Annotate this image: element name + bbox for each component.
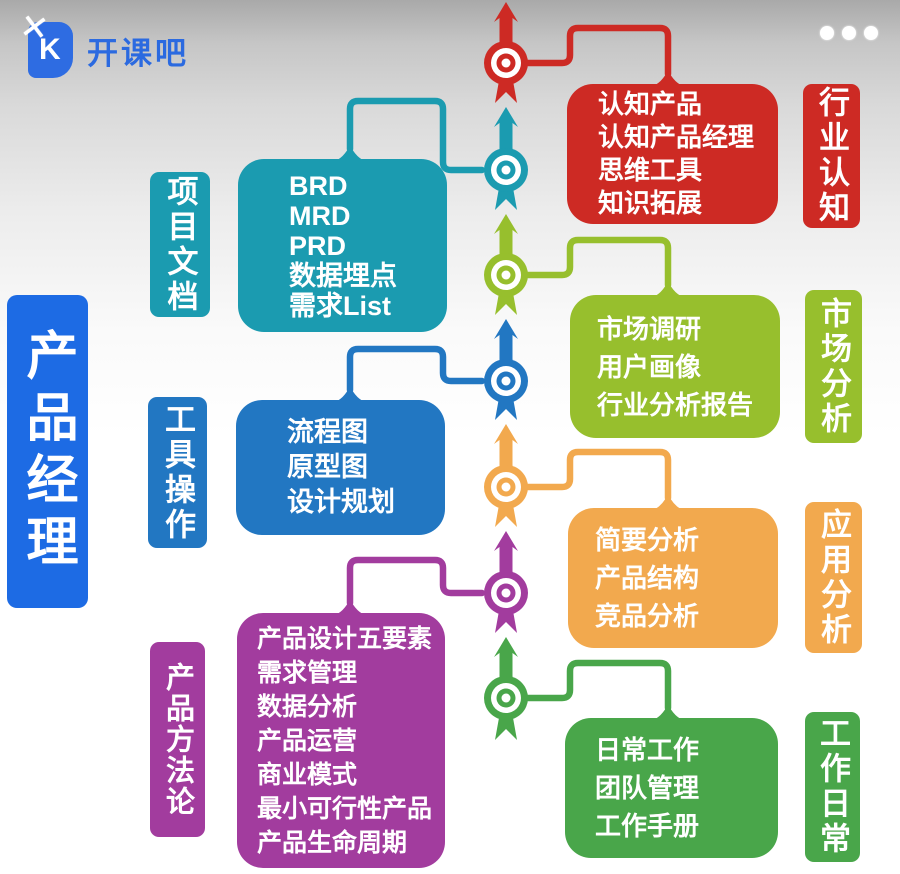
- box-line: 原型图: [287, 452, 368, 482]
- kaikeba-logo[interactable]: ✕ K 开课吧: [17, 7, 228, 80]
- brand-name: 开课吧: [87, 35, 189, 71]
- industry-cognition-box: 认知产品 认知产品经理 思维工具 知识拓展: [567, 84, 778, 224]
- daily-work-box: 日常工作 团队管理 工作手册: [565, 718, 778, 858]
- more-options-icon[interactable]: [820, 26, 878, 40]
- box-line: 行业分析报告: [597, 389, 754, 420]
- product-methodology-box: 产品设计五要素 需求管理 数据分析 产品运营 商业模式 最小可行性产品 产品生命…: [237, 613, 445, 868]
- tool-operations-box: 流程图 原型图 设计规划: [236, 400, 445, 535]
- box-line: PRD: [289, 230, 347, 261]
- box-line: 设计规划: [287, 487, 395, 517]
- tool-operations-label: 工具操作: [148, 397, 207, 548]
- market-analysis-label: 市场分析: [805, 290, 862, 443]
- logo-letter-k: K: [39, 33, 61, 66]
- box-line: 竞品分析: [595, 601, 700, 631]
- box-line: 数据分析: [257, 692, 358, 721]
- box-line: 认知产品: [598, 89, 703, 119]
- box-line: 团队管理: [595, 773, 700, 803]
- dot-icon: [842, 26, 856, 40]
- product-methodology-label: 产品方法论: [150, 642, 205, 837]
- root-title: 产品经理: [7, 295, 88, 608]
- box-line: 工作手册: [595, 811, 700, 841]
- box-line: 认知产品经理: [598, 122, 755, 152]
- box-line: 数据埋点: [289, 260, 397, 291]
- kaikeba-logo-icon: ✕ K: [17, 7, 73, 78]
- project-docs-box: BRD MRD PRD 数据埋点 需求List: [238, 159, 447, 332]
- box-line: 知识拓展: [598, 188, 703, 218]
- box-line: MRD: [289, 200, 351, 231]
- box-line: 思维工具: [598, 155, 703, 185]
- box-line: 产品结构: [595, 563, 700, 593]
- box-line: 用户画像: [597, 351, 702, 382]
- box-line: BRD: [289, 170, 348, 201]
- box-line: 流程图: [287, 417, 368, 447]
- application-analysis-box: 简要分析 产品结构 竞品分析: [568, 508, 778, 648]
- project-docs-label: 项目文档: [150, 172, 210, 317]
- box-line: 需求List: [289, 290, 392, 321]
- market-analysis-box: 市场调研 用户画像 行业分析报告: [570, 295, 780, 438]
- dot-icon: [820, 26, 834, 40]
- box-line: 需求管理: [257, 658, 358, 687]
- box-line: 市场调研: [597, 313, 702, 344]
- box-line: 产品设计五要素: [257, 624, 433, 653]
- box-line: 最小可行性产品: [257, 794, 433, 823]
- dot-icon: [864, 26, 878, 40]
- application-analysis-label: 应用分析: [805, 502, 862, 653]
- industry-cognition-label: 行业认知: [803, 84, 860, 228]
- box-line: 产品运营: [257, 726, 358, 755]
- box-line: 日常工作: [595, 735, 700, 765]
- box-line: 简要分析: [595, 525, 700, 555]
- daily-work-label: 工作日常: [805, 712, 860, 862]
- box-line: 产品生命周期: [257, 828, 408, 857]
- box-line: 商业模式: [257, 760, 358, 789]
